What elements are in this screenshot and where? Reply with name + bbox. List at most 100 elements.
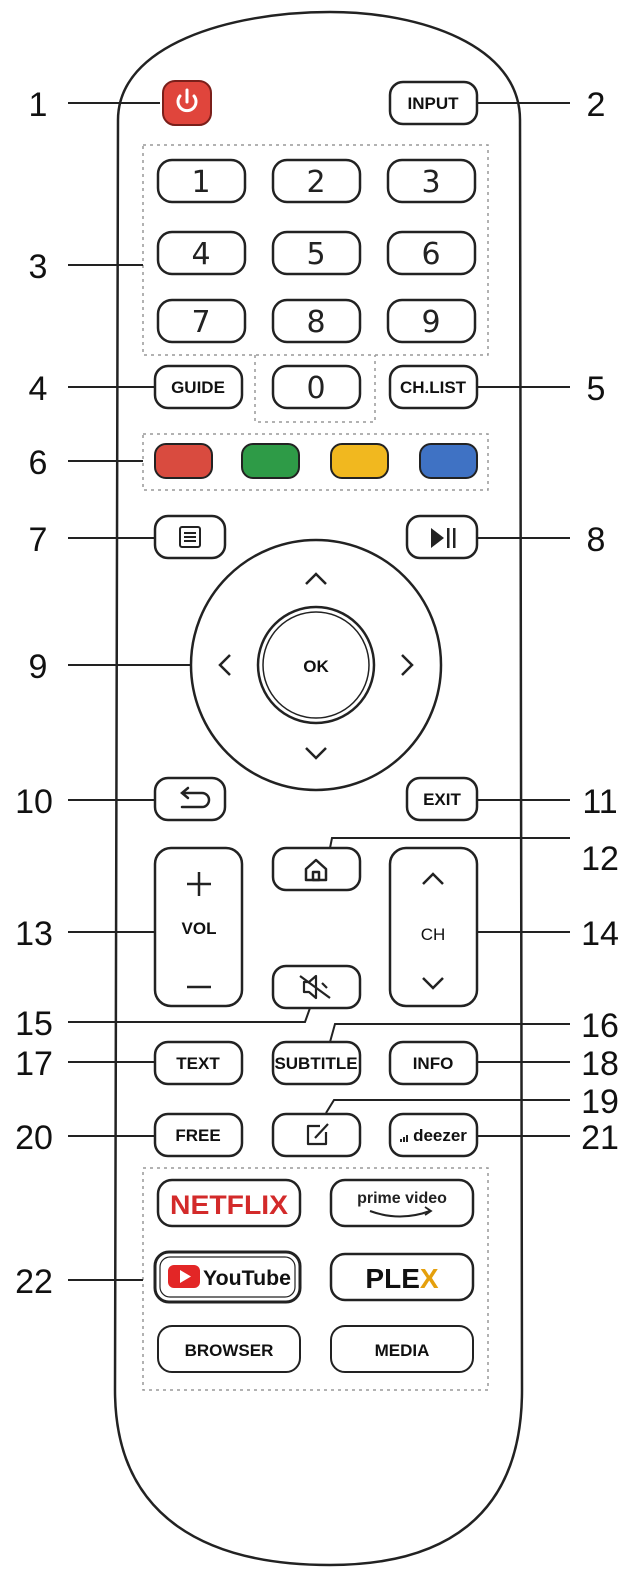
back-icon [180,786,211,809]
digit-button-0[interactable]: 0 [271,364,362,410]
plex-x-letter: X [420,1263,439,1294]
input-button-label: INPUT [408,94,460,113]
text-button[interactable]: TEXT [153,1040,244,1086]
digit-button-4[interactable]: 4 [156,230,247,276]
nav-down-arrow[interactable] [305,747,327,760]
callout-14: 14 [581,915,619,953]
leader-12 [329,837,570,849]
channel-rocker[interactable]: CH [388,846,479,1008]
play-pause-icon [431,528,456,548]
callout-6: 6 [29,444,48,482]
home-button[interactable] [271,846,362,892]
digit-label: 4 [191,237,210,272]
ok-button[interactable]: OK [256,605,376,725]
callout-5: 5 [587,370,606,408]
digit-label: 3 [421,165,440,200]
blue-button[interactable] [419,443,478,479]
guide-button[interactable]: GUIDE [153,364,244,410]
callout-4: 4 [29,370,48,408]
callout-20: 20 [15,1119,53,1157]
callout-22: 22 [15,1263,53,1301]
digit-label: 6 [421,237,440,272]
browser-button-label: BROWSER [185,1341,274,1360]
digit-button-7[interactable]: 7 [156,298,247,344]
leader-19 [325,1099,570,1114]
digit-button-2[interactable]: 2 [271,158,362,204]
input-button[interactable]: INPUT [388,80,479,126]
callout-numbers: 1 2 3 4 5 6 7 8 9 10 11 12 13 14 15 16 1… [15,86,619,1301]
callout-3: 3 [29,248,48,286]
info-button[interactable]: INFO [388,1040,479,1086]
menu-icon [179,526,201,548]
exit-button[interactable]: EXIT [405,776,479,822]
leader-15 [68,1007,311,1023]
text-button-label: TEXT [176,1054,220,1073]
volume-rocker[interactable]: VOL [153,846,244,1008]
digit-button-6[interactable]: 6 [386,230,477,276]
youtube-logo-text: YouTube [203,1267,291,1290]
digit-button-1[interactable]: 1 [156,158,247,204]
red-button[interactable] [154,443,213,479]
edit-button[interactable] [271,1112,362,1158]
green-button[interactable] [241,443,300,479]
info-button-label: INFO [413,1054,454,1073]
chlist-button[interactable]: CH.LIST [388,364,479,410]
free-button[interactable]: FREE [153,1112,244,1158]
deezer-button[interactable]: deezer [388,1112,479,1158]
digit-label: 2 [306,165,325,200]
digit-label: 5 [306,237,325,272]
play-pause-button[interactable] [405,514,479,560]
channel-label: CH [421,925,446,944]
menu-button[interactable] [153,514,227,560]
digit-button-9[interactable]: 9 [386,298,477,344]
digit-label: 1 [191,165,210,200]
callout-9: 9 [29,648,48,686]
youtube-button[interactable]: YouTube [153,1250,302,1304]
digit-group-outline [142,144,489,356]
color-buttons [154,443,478,479]
leader-16 [329,1023,570,1043]
color-group-outline [142,433,489,491]
yellow-button[interactable] [330,443,389,479]
ok-button-label: OK [303,657,329,676]
deezer-button-label: deezer [413,1126,467,1145]
deezer-equalizer-icon [400,1135,408,1142]
digit-label: 0 [306,371,325,406]
digit-label: 7 [191,305,210,340]
free-button-label: FREE [175,1126,220,1145]
mute-icon [299,974,331,1000]
power-button[interactable] [162,80,212,126]
youtube-play-icon [168,1265,200,1288]
callout-1: 1 [29,86,48,124]
nav-right-arrow[interactable] [401,654,414,676]
callout-8: 8 [587,521,606,559]
media-button-label: MEDIA [375,1341,430,1360]
digit-button-3[interactable]: 3 [386,158,477,204]
mute-button[interactable] [271,964,362,1010]
callout-21: 21 [581,1119,619,1157]
callout-12: 12 [581,840,619,878]
callout-19: 19 [581,1083,619,1121]
prime-video-button[interactable]: prime video [329,1178,475,1228]
netflix-button[interactable]: NETFLIX [156,1178,302,1228]
browser-button[interactable]: BROWSER [157,1325,301,1373]
edit-icon [306,1123,329,1146]
digit-button-8[interactable]: 8 [271,298,362,344]
callout-15: 15 [15,1005,53,1043]
subtitle-button-label: SUBTITLE [274,1054,357,1073]
callout-11: 11 [582,783,617,821]
guide-button-label: GUIDE [171,378,225,397]
volume-up-icon[interactable] [187,872,211,896]
nav-left-arrow[interactable] [218,654,231,676]
netflix-logo-text: NETFLIX [170,1190,288,1220]
plex-button[interactable]: PLEX [329,1252,475,1302]
channel-down-icon[interactable] [422,977,444,990]
nav-up-arrow[interactable] [305,572,327,585]
subtitle-button[interactable]: SUBTITLE [271,1040,362,1086]
amazon-smile-icon [369,1210,431,1218]
media-button[interactable]: MEDIA [330,1325,474,1373]
back-button[interactable] [153,776,227,822]
digit-button-5[interactable]: 5 [271,230,362,276]
channel-up-icon[interactable] [422,872,444,885]
